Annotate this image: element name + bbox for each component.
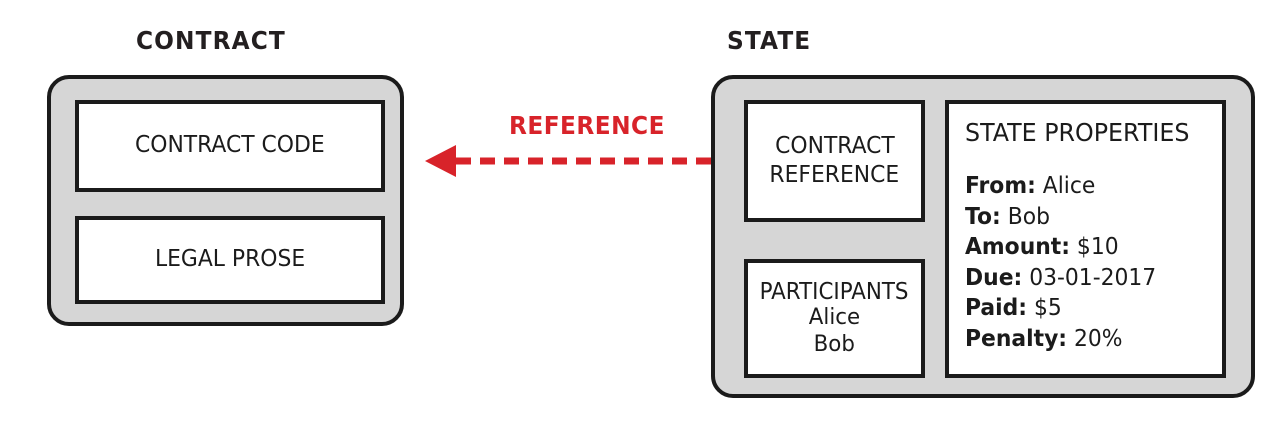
property-row-amount: Amount: $10 bbox=[965, 232, 1209, 263]
contract-panel: CONTRACT CODE LEGAL PROSE bbox=[47, 75, 404, 326]
property-row-from: From: Alice bbox=[965, 171, 1209, 202]
legal-prose-label: LEGAL PROSE bbox=[154, 246, 306, 273]
property-row-to: To: Bob bbox=[965, 202, 1209, 233]
property-value: $10 bbox=[1076, 234, 1119, 261]
property-value: 03-01-2017 bbox=[1029, 264, 1157, 291]
contract-reference-label-line1: CONTRACT bbox=[774, 132, 895, 159]
property-row-penalty: Penalty: 20% bbox=[965, 324, 1209, 355]
legal-prose-box: LEGAL PROSE bbox=[75, 216, 385, 304]
property-key: Due: bbox=[965, 264, 1023, 291]
reference-arrow bbox=[425, 145, 750, 177]
state-title: STATE bbox=[727, 26, 812, 55]
property-key: Paid: bbox=[965, 295, 1028, 322]
property-key: From: bbox=[965, 173, 1036, 199]
participants-box: PARTICIPANTS Alice Bob bbox=[744, 259, 925, 378]
arrowhead-icon bbox=[425, 145, 456, 177]
state-properties-box: STATE PROPERTIES From: Alice To: Bob Amo… bbox=[945, 100, 1226, 378]
contract-code-label: CONTRACT CODE bbox=[135, 132, 325, 159]
contract-title: CONTRACT bbox=[136, 26, 286, 55]
property-row-due: Due: 03-01-2017 bbox=[965, 263, 1209, 294]
property-value: Alice bbox=[1042, 173, 1096, 199]
participant-name: Alice bbox=[808, 304, 861, 330]
property-key: To: bbox=[965, 203, 1001, 230]
property-value: 20% bbox=[1073, 325, 1123, 352]
state-panel: CONTRACT REFERENCE PARTICIPANTS Alice Bo… bbox=[711, 75, 1255, 398]
participant-name: Bob bbox=[813, 331, 856, 357]
property-value: $5 bbox=[1033, 295, 1062, 322]
reference-connector-label: REFERENCE bbox=[509, 111, 665, 140]
property-row-paid: Paid: $5 bbox=[965, 293, 1209, 324]
property-key: Amount: bbox=[965, 234, 1070, 261]
contract-reference-label-line2: REFERENCE bbox=[769, 162, 900, 188]
property-key: Penalty: bbox=[965, 325, 1068, 352]
contract-reference-box: CONTRACT REFERENCE bbox=[744, 100, 925, 222]
property-value: Bob bbox=[1007, 203, 1050, 230]
state-properties-heading: STATE PROPERTIES bbox=[965, 118, 1190, 147]
participants-heading: PARTICIPANTS bbox=[760, 278, 909, 305]
contract-code-box: CONTRACT CODE bbox=[75, 100, 385, 192]
